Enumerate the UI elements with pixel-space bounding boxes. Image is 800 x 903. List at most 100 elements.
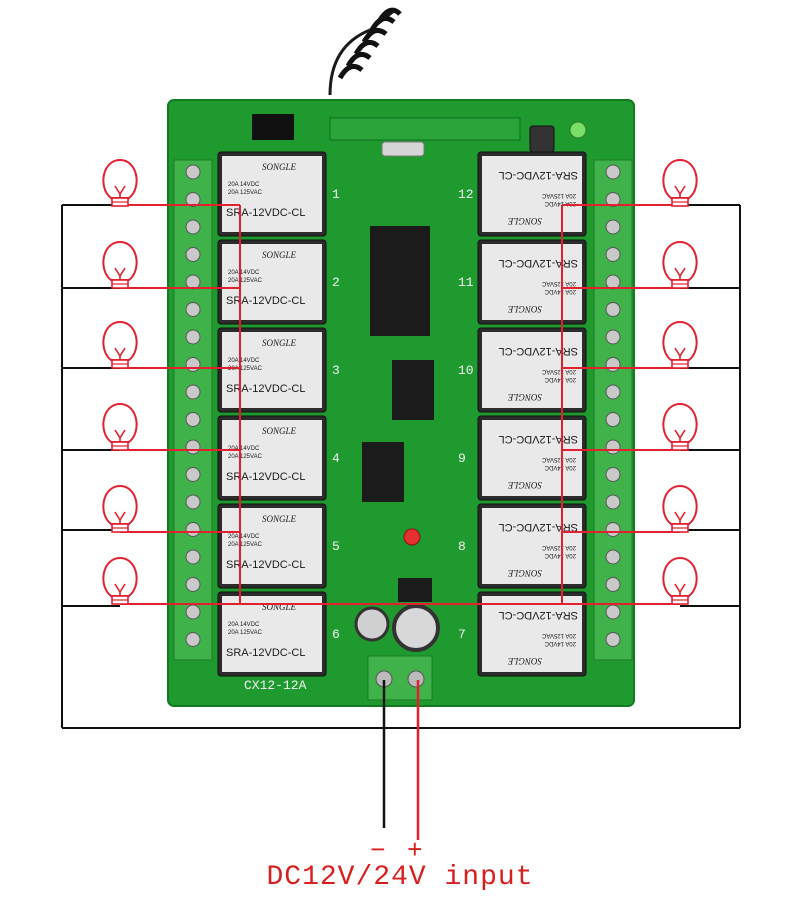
relay-model: SRA-12VDC-CL [499, 609, 578, 621]
relay-number: 2 [332, 275, 340, 290]
relay-model: SRA-12VDC-CL [499, 257, 578, 269]
relay-label-plate [482, 596, 582, 672]
relay-model: SRA-12VDC-CL [226, 383, 305, 395]
relay-rating-1: 20A 14VDC [544, 200, 576, 206]
terminal-screw [605, 439, 621, 455]
terminal-screw [605, 522, 621, 537]
relay-brand: SONGLE [262, 426, 297, 436]
terminal-screw [605, 494, 621, 510]
relay-brand: SONGLE [262, 338, 297, 348]
relay-brand: SONGLE [507, 392, 542, 402]
relay-rating-2: 20A 125VAC [541, 456, 576, 462]
relay-label-plate [482, 156, 582, 232]
lamps [102, 158, 698, 605]
relay-brand: SONGLE [507, 216, 542, 226]
relay-label-plate [222, 420, 322, 496]
terminal-screw [185, 192, 201, 207]
terminal-screw [605, 384, 621, 400]
terminal-screw [185, 274, 201, 290]
terminal-screw [605, 357, 621, 372]
relay-brand: SONGLE [507, 304, 542, 314]
relay-rating-1: 20A 14VDC [544, 552, 576, 558]
relay-brand: SONGLE [262, 162, 297, 172]
light-bulb-icon [662, 158, 698, 207]
terminal-screw [605, 577, 621, 592]
relay-number: 8 [458, 539, 466, 554]
terminal-screw [185, 219, 201, 235]
relay-label-plate [222, 508, 322, 584]
light-bulb-icon [102, 402, 138, 451]
light-bulb-icon [102, 556, 138, 605]
capacitor-small [354, 606, 390, 642]
relay-model: SRA-12VDC-CL [226, 471, 305, 483]
terminal-screw [185, 549, 201, 565]
terminal-screw [185, 384, 201, 400]
relay-number: 1 [332, 187, 340, 202]
relay-rating-1: 20A 14VDC [544, 464, 576, 470]
relay-model: SRA-12VDC-CL [226, 207, 305, 219]
relay-label-plate [482, 332, 582, 408]
relay-rating-1: 20A 14VDC [544, 376, 576, 382]
relay-left: SONGLE 20A 14VDC 20A 125VAC SRA-12VDC-CL 3 [217, 327, 340, 413]
light-bulb-icon [102, 484, 138, 533]
relay-number: 12 [458, 187, 474, 202]
relay-rating-1: 20A 14VDC [228, 446, 260, 452]
antenna-coil [328, 7, 402, 96]
terminal-screw [605, 219, 621, 235]
ic-driver-b [362, 442, 404, 502]
terminal-screw [185, 247, 201, 262]
light-bulb-icon [102, 320, 138, 369]
relay-rating-1: 20A 14VDC [228, 358, 260, 364]
relay-number: 7 [458, 627, 466, 642]
relay-brand: SONGLE [262, 514, 297, 524]
relay-rating-1: 20A 14VDC [228, 622, 260, 628]
relay-label-plate [222, 332, 322, 408]
relay-model: SRA-12VDC-CL [499, 433, 578, 445]
relay-rating-2: 20A 125VAC [541, 544, 576, 550]
relay-label-plate [482, 244, 582, 320]
terminal-screw [185, 632, 201, 647]
relay-brand: SONGLE [507, 656, 542, 666]
relay-right: SONGLE 20A 14VDC 20A 125VAC SRA-12VDC-CL 9 [458, 415, 587, 501]
terminal-screw [185, 522, 201, 537]
relay-model: SRA-12VDC-CL [499, 521, 578, 533]
board-model-label: CX12-12A [244, 678, 307, 693]
relay-number: 9 [458, 451, 466, 466]
relay-rating-2: 20A 125VAC [228, 366, 263, 372]
wiring [61, 204, 741, 729]
terminal-screw [605, 192, 621, 207]
terminal-screw [605, 329, 621, 345]
terminal-screw [185, 412, 201, 427]
power-led-red [403, 528, 421, 546]
terminal-screw [185, 357, 201, 372]
jumper-header [252, 114, 294, 140]
relay-rating-1: 20A 14VDC [544, 288, 576, 294]
relay-rating-2: 20A 125VAC [228, 630, 263, 636]
relay-brand: SONGLE [262, 250, 297, 260]
relay-brand: SONGLE [507, 480, 542, 490]
relay-number: 3 [332, 363, 340, 378]
terminal-screw [185, 302, 201, 317]
relay-model: SRA-12VDC-CL [499, 345, 578, 357]
terminal-screw [185, 604, 201, 620]
relay-rating-2: 20A 125VAC [228, 542, 263, 548]
crystal [381, 141, 425, 157]
terminal-block-right [593, 159, 633, 661]
terminal-screw [185, 467, 201, 482]
relay-brand: SONGLE [262, 602, 297, 612]
power-screw-plus [407, 670, 425, 688]
relay-rating-2: 20A 125VAC [228, 278, 263, 284]
power-plus-label: + [407, 836, 423, 866]
relay-rating-1: 20A 14VDC [228, 182, 260, 188]
